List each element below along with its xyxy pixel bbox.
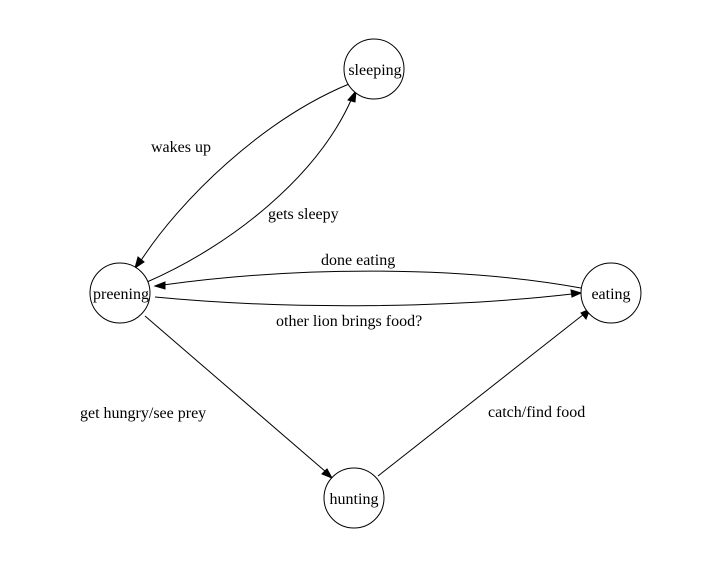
edge-done-eating-line [162,270,582,289]
node-hunting-label: hunting [330,491,379,508]
edge-gets-sleepy [146,89,357,283]
edge-wakes-up [134,83,350,270]
edge-label-get-hungry-see-prey: get hungry/see prey [80,405,206,422]
node-eating-label: eating [591,286,630,303]
edge-label-other-lion-brings-food: other lion brings food? [276,313,422,330]
node-sleeping: sleeping [343,38,405,100]
edge-gets-sleepy-arrowhead [347,89,357,103]
edge-catch-find-food-line [377,313,585,477]
node-hunting: hunting [323,467,385,529]
edge-other-lion-brings-food-line [154,293,573,307]
edge-other-lion-brings-food-arrowhead [570,289,583,298]
edge-other-lion-brings-food [154,289,583,307]
node-sleeping-circle [343,38,405,100]
edge-catch-find-food [377,308,591,477]
edge-label-catch-find-food: catch/find food [488,404,585,421]
edge-label-gets-sleepy: gets sleepy [268,206,339,223]
edge-get-hungry-see-prey-line [144,315,327,473]
edge-gets-sleepy-line [146,97,353,283]
edge-label-wakes-up: wakes up [151,139,211,156]
node-sleeping-label: sleeping [348,62,401,79]
edge-get-hungry-see-prey-arrowhead [321,468,334,479]
edge-label-done-eating: done eating [321,252,395,269]
node-hunting-circle [323,467,385,529]
node-eating: eating [580,262,642,324]
node-preening: preening [89,262,151,324]
node-eating-circle [580,262,642,324]
edge-wakes-up-line [139,83,350,263]
edge-wakes-up-arrowhead [134,256,145,270]
edge-done-eating-arrowhead [153,281,166,290]
node-preening-label: preening [93,286,149,303]
node-preening-circle [89,262,151,324]
edge-get-hungry-see-prey [144,315,334,479]
edge-done-eating [153,270,582,290]
